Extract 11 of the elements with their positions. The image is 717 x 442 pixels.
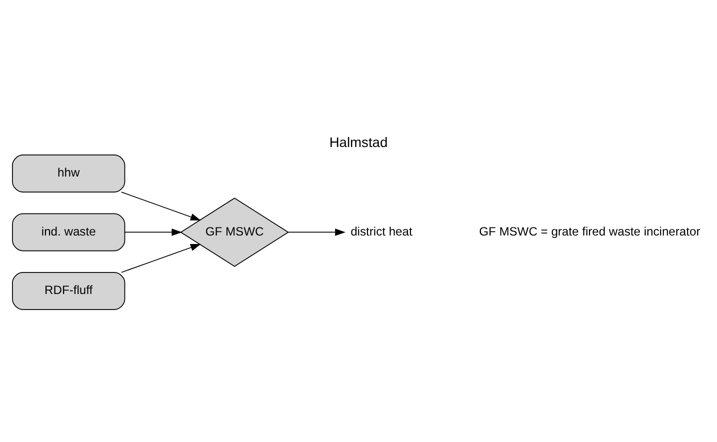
- diagram-title: Halmstad: [329, 134, 388, 150]
- arrow: [124, 228, 182, 236]
- arrow: [120, 192, 201, 220]
- node-diamond: GF MSWC: [180, 198, 290, 267]
- arrow: [288, 228, 346, 236]
- node-box: hhw: [12, 154, 126, 192]
- arrow: [120, 244, 201, 273]
- node-box: RDF-fluff: [12, 272, 126, 310]
- node-text: district heat: [350, 224, 412, 238]
- label: GF MSWC = grate fired waste incinerator: [479, 224, 700, 238]
- node-box: ind. waste: [12, 213, 126, 252]
